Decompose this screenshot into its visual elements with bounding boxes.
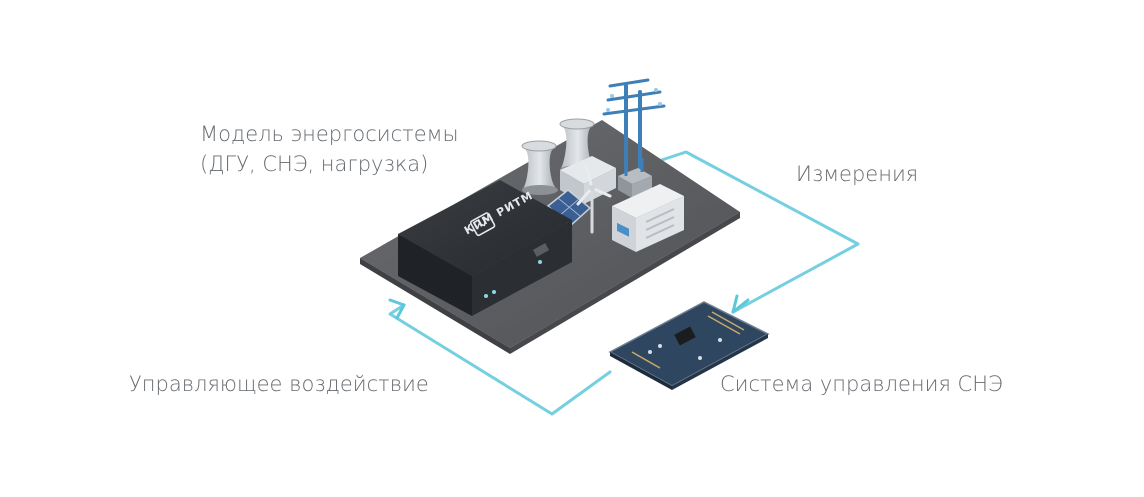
control-board: [608, 301, 770, 390]
device-indicators: [484, 243, 550, 298]
measurements-label: Измерения: [796, 162, 919, 186]
transformer-icon: [618, 158, 652, 198]
control-system-label: Система управления СНЭ: [720, 372, 1003, 396]
cooling-tower-icon: [521, 140, 558, 195]
measurement-arrow-icon: [731, 294, 750, 314]
model-label-line2: (ДГУ, СНЭ, нагрузка): [200, 152, 429, 176]
control-arrow-icon: [388, 298, 406, 320]
control-path: [388, 303, 612, 416]
wind-turbine-icon: [576, 164, 612, 234]
load-cabinet-icon: [612, 184, 684, 252]
device-logo-icon: [469, 212, 496, 237]
power-system-model-label: Модель энергосистемы (ДГУ, СНЭ, нагрузка…: [200, 119, 459, 179]
kpm-ritm-device: [398, 180, 572, 316]
model-label-line1: Модель энергосистемы: [200, 122, 459, 146]
control-action-label: Управляющее воздействие: [129, 372, 429, 396]
